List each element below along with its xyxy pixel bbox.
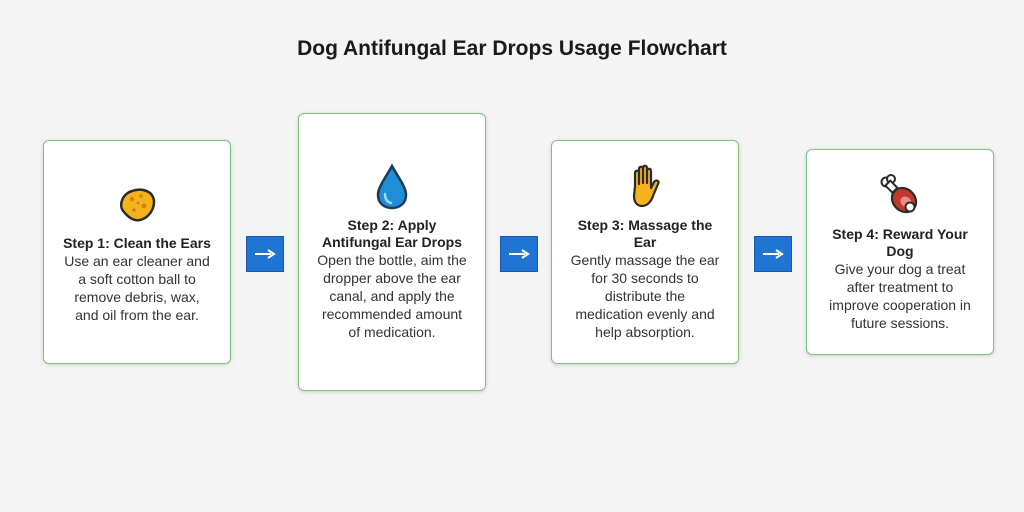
- page-title: Dog Antifungal Ear Drops Usage Flowchart: [297, 37, 727, 60]
- step-card-2: Step 2: Apply Antifungal Ear Drops Open …: [298, 113, 486, 391]
- step-card-1: Step 1: Clean the Ears Use an ear cleane…: [43, 140, 231, 364]
- step-1-description: Use an ear cleaner and a soft cotton bal…: [64, 252, 210, 323]
- step-1-title: Step 1: Clean the Ears: [63, 234, 211, 251]
- step-3-description: Gently massage the ear for 30 seconds to…: [570, 252, 720, 340]
- arrow-right-icon: [500, 236, 538, 272]
- sponge-icon: [113, 181, 161, 229]
- raised-hand-icon: [621, 163, 669, 211]
- meat-on-bone-icon: [876, 172, 924, 220]
- water-drop-icon: [368, 163, 416, 211]
- arrow-right-icon: [754, 236, 792, 272]
- step-2-description: Open the bottle, aim the dropper above t…: [317, 252, 467, 340]
- arrow-right-icon: [246, 236, 284, 272]
- step-2-title: Step 2: Apply Antifungal Ear Drops: [321, 217, 462, 250]
- step-4-title: Step 4: Reward Your Dog: [832, 226, 968, 259]
- step-card-4: Step 4: Reward Your Dog Give your dog a …: [806, 149, 994, 355]
- step-card-3: Step 3: Massage the Ear Gently massage t…: [551, 140, 739, 364]
- step-4-description: Give your dog a treat after treatment to…: [829, 261, 971, 331]
- step-3-title: Step 3: Massage the Ear: [577, 217, 713, 250]
